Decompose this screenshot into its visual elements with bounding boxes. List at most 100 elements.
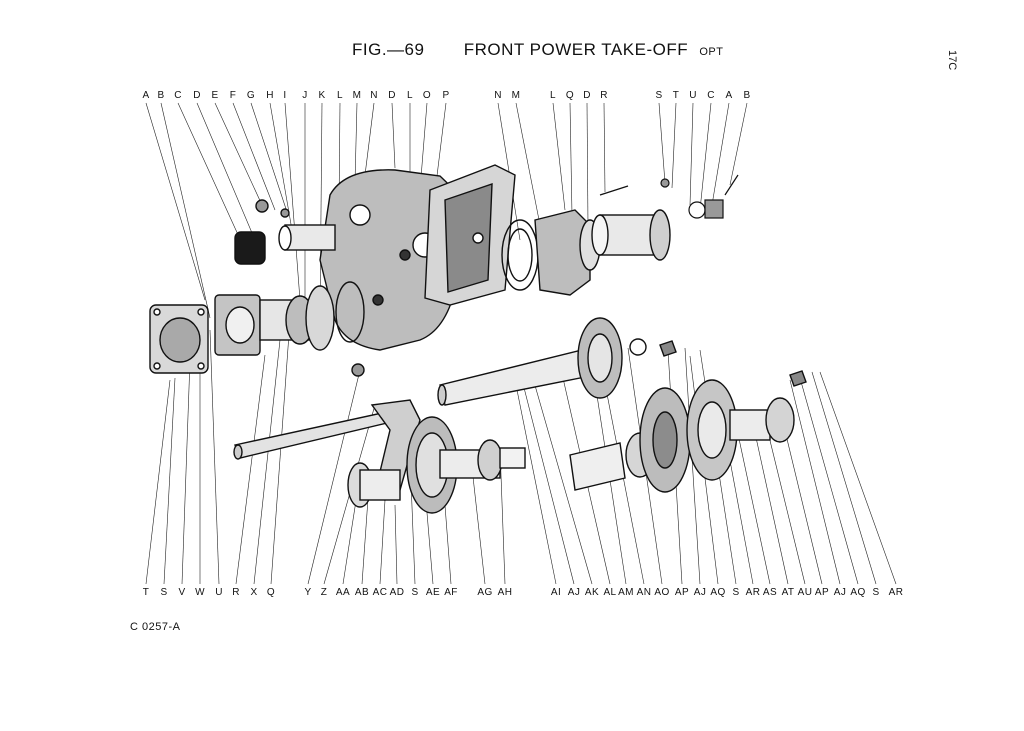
callout-label-bottom: U	[215, 587, 223, 598]
leader-line	[196, 102, 256, 241]
callout-label-top: A	[142, 90, 150, 101]
callout-label-bottom: AD	[389, 587, 405, 598]
callout-label-top: M	[352, 90, 362, 101]
leader-line	[658, 102, 666, 184]
callout-label-top: L	[550, 90, 556, 101]
figure-title: FIG.—69 FRONT POWER TAKE-OFF OPT	[352, 40, 723, 60]
leader-line	[789, 379, 841, 585]
callout-label-bottom: AJ	[833, 587, 847, 598]
callout-label-bottom: Y	[304, 587, 312, 598]
leader-line	[569, 102, 573, 216]
callout-label-top: D	[583, 90, 591, 101]
leader-line	[250, 102, 289, 216]
leader-line	[514, 379, 557, 585]
left-bearing-housing	[214, 281, 365, 356]
callout-label-bottom: AJ	[567, 587, 581, 598]
leader-line	[519, 371, 575, 585]
callout-label-top: I	[283, 90, 287, 101]
callout-label-top: N	[494, 90, 502, 101]
left-drive-flange	[149, 304, 209, 374]
leader-line	[214, 102, 263, 206]
left-gear-assembly	[347, 416, 526, 514]
leader-line	[811, 371, 877, 585]
callout-label-bottom: AR	[888, 587, 904, 598]
right-sleeve	[591, 209, 671, 261]
callout-label-top: G	[246, 90, 256, 101]
callout-label-top: B	[157, 90, 165, 101]
callout-label-bottom: Z	[320, 587, 328, 598]
callout-label-bottom: AA	[335, 587, 351, 598]
callout-label-top: S	[655, 90, 663, 101]
leader-line	[319, 102, 323, 321]
callout-label-bottom: S	[160, 587, 168, 598]
callout-label-bottom: AL	[603, 587, 617, 598]
callout-label-top: J	[302, 90, 308, 101]
callout-label-bottom: W	[195, 587, 205, 598]
gasket	[501, 219, 539, 291]
leader-line	[819, 371, 897, 585]
callout-label-top: K	[318, 90, 326, 101]
leader-line	[145, 379, 171, 585]
cover-plate	[424, 164, 516, 306]
leader-line	[181, 359, 191, 585]
leader-line	[711, 102, 730, 206]
callout-label-bottom: AK	[584, 587, 600, 598]
callout-label-top: D	[388, 90, 396, 101]
callout-label-bottom: S	[732, 587, 740, 598]
leader-line	[689, 102, 694, 206]
right-gear-cluster	[569, 370, 807, 493]
leader-line	[232, 102, 276, 211]
callout-label-bottom: AN	[636, 587, 652, 598]
callout-label-top: D	[193, 90, 201, 101]
leader-line	[270, 319, 291, 585]
callout-label-bottom: AT	[781, 587, 795, 598]
callout-label-bottom: AJ	[693, 587, 707, 598]
callout-label-top: O	[422, 90, 432, 101]
leader-line	[764, 419, 806, 585]
leader-line	[253, 339, 281, 585]
callout-label-top: P	[442, 90, 450, 101]
callout-label-top: F	[229, 90, 237, 101]
callout-label-bottom: AE	[425, 587, 441, 598]
callout-label-bottom: AR	[745, 587, 761, 598]
leader-line	[391, 102, 396, 169]
leader-line	[163, 377, 176, 585]
callout-label-bottom: Q	[266, 587, 276, 598]
leader-line	[552, 102, 566, 211]
leader-line	[145, 102, 206, 301]
leader-line	[734, 419, 771, 585]
callout-label-top: T	[672, 90, 680, 101]
leader-line	[379, 499, 386, 585]
callout-label-bottom: AM	[618, 587, 634, 598]
right-end-fittings	[599, 174, 739, 219]
leader-line	[603, 102, 606, 193]
callout-label-bottom: AU	[797, 587, 813, 598]
callout-label-bottom: AQ	[710, 587, 726, 598]
callout-label-bottom: AP	[814, 587, 830, 598]
leader-line	[284, 102, 301, 301]
leader-line	[799, 377, 859, 585]
callout-label-top: A	[725, 90, 733, 101]
figure-name: FRONT POWER TAKE-OFF	[463, 40, 689, 59]
leader-line	[729, 102, 748, 186]
leader-line	[699, 102, 712, 211]
callout-label-top: R	[600, 90, 608, 101]
callout-label-bottom: S	[411, 587, 419, 598]
callout-label-top: L	[337, 90, 343, 101]
callout-label-bottom: T	[142, 587, 150, 598]
callout-label-top: H	[266, 90, 274, 101]
callout-label-bottom: AF	[444, 587, 458, 598]
leader-line	[177, 102, 246, 251]
leader-line	[515, 102, 541, 226]
leader-line	[529, 367, 593, 585]
leader-line	[160, 102, 211, 319]
callout-label-bottom: R	[232, 587, 240, 598]
leader-line	[235, 354, 266, 585]
callout-label-bottom: AC	[372, 587, 388, 598]
figure-suffix: OPT	[699, 46, 724, 58]
callout-label-bottom: V	[178, 587, 186, 598]
callout-label-top: N	[370, 90, 378, 101]
leader-line	[586, 102, 589, 226]
callout-label-bottom: AO	[654, 587, 670, 598]
